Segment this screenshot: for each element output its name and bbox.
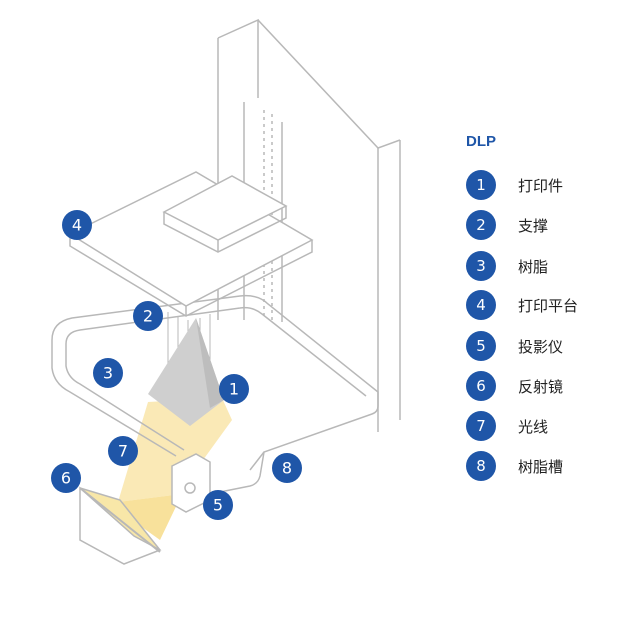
light-rays xyxy=(118,398,232,540)
legend-item-5: 5 投影仪 xyxy=(466,331,563,361)
legend-label: 打印件 xyxy=(518,176,564,195)
svg-text:3: 3 xyxy=(103,364,113,383)
legend-label: 支撑 xyxy=(518,216,549,235)
legend-item-4: 4 打印平台 xyxy=(466,290,578,320)
legend-label: 打印平台 xyxy=(518,296,579,315)
marker-8: 8 xyxy=(272,453,302,483)
projector xyxy=(171,453,211,513)
legend-title: DLP xyxy=(466,133,496,150)
legend-item-2: 2 支撑 xyxy=(466,210,548,240)
svg-text:1: 1 xyxy=(229,380,239,399)
legend-number: 2 xyxy=(466,210,496,240)
marker-4: 4 xyxy=(62,210,92,240)
legend-item-3: 3 树脂 xyxy=(466,251,548,281)
marker-3: 3 xyxy=(93,358,123,388)
marker-1: 1 xyxy=(219,374,249,404)
legend-label: 树脂槽 xyxy=(518,457,564,476)
svg-text:8: 8 xyxy=(282,459,292,478)
printed-part xyxy=(148,318,224,426)
legend-number: 8 xyxy=(466,451,496,481)
legend-item-6: 6 反射镜 xyxy=(466,371,563,401)
svg-text:4: 4 xyxy=(72,216,82,235)
legend-number: 6 xyxy=(466,371,496,401)
marker-7: 7 xyxy=(108,436,138,466)
resin-vat xyxy=(51,294,379,495)
svg-text:2: 2 xyxy=(143,307,153,326)
svg-text:7: 7 xyxy=(118,442,128,461)
marker-6: 6 xyxy=(51,463,81,493)
legend-number: 1 xyxy=(466,170,496,200)
legend-item-1: 1 打印件 xyxy=(466,170,563,200)
legend-label: 树脂 xyxy=(518,257,549,276)
marker-2: 2 xyxy=(133,301,163,331)
legend-item-8: 8 树脂槽 xyxy=(466,451,563,481)
legend-number: 7 xyxy=(466,411,496,441)
mirror xyxy=(79,486,162,565)
legend-label: 光线 xyxy=(518,417,549,436)
marker-5: 5 xyxy=(203,490,233,520)
legend-item-7: 7 光线 xyxy=(466,411,548,441)
legend-label: 反射镜 xyxy=(518,377,564,396)
svg-text:5: 5 xyxy=(213,496,223,515)
legend-number: 5 xyxy=(466,331,496,361)
legend-number: 4 xyxy=(466,290,496,320)
svg-text:6: 6 xyxy=(61,469,71,488)
legend-number: 3 xyxy=(466,251,496,281)
legend-label: 投影仪 xyxy=(518,337,564,356)
build-platform xyxy=(68,171,314,317)
